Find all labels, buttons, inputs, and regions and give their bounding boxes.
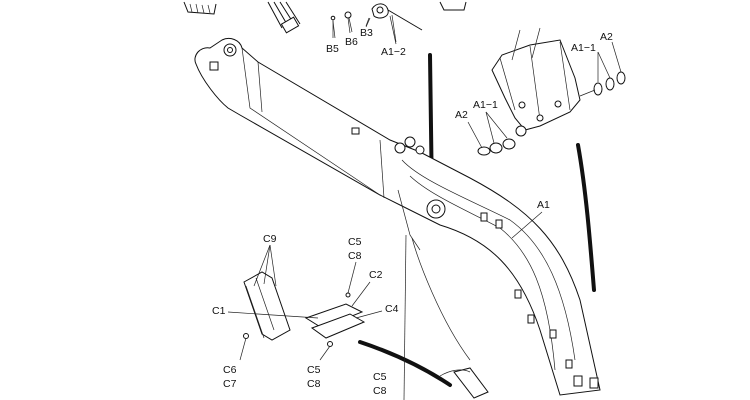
label-c1: C1 xyxy=(212,305,226,317)
leader-lines xyxy=(227,14,622,361)
label-b5: B5 xyxy=(326,43,339,55)
rings-top-right xyxy=(579,71,626,97)
label-a1: A1 xyxy=(537,199,550,211)
label-c8-c: C8 xyxy=(373,385,387,397)
c1-fitting xyxy=(243,271,291,341)
label-c8-a: C8 xyxy=(348,250,362,262)
label-b3: B3 xyxy=(360,27,373,39)
rings-left xyxy=(477,125,527,156)
part-labels: B5 B6 B3 A1−2 A1−1 A2 A1−1 A2 A1 C9 C5 C… xyxy=(212,27,613,397)
label-c5-c: C5 xyxy=(373,371,387,383)
label-a1-2: A1−2 xyxy=(381,46,406,58)
label-c7: C7 xyxy=(223,378,237,390)
label-c8-b: C8 xyxy=(307,378,321,390)
top-connector-parts xyxy=(183,1,467,34)
boom-clamps xyxy=(480,212,599,389)
label-c6: C6 xyxy=(223,364,237,376)
label-c2: C2 xyxy=(369,269,383,281)
bottom-hose-curve xyxy=(358,340,452,387)
label-c4: C4 xyxy=(385,303,399,315)
label-c5-b: C5 xyxy=(307,364,321,376)
label-a1-1-left: A1−1 xyxy=(473,99,498,111)
label-a2-top: A2 xyxy=(600,31,613,43)
b-parts xyxy=(330,3,423,45)
label-c5-a: C5 xyxy=(348,236,362,248)
right-hose-curve xyxy=(576,143,596,292)
label-a2-left: A2 xyxy=(455,109,468,121)
bottom-fitting xyxy=(439,367,489,399)
label-c9: C9 xyxy=(263,233,277,245)
boom-body xyxy=(194,37,601,400)
label-a1-1-top: A1−1 xyxy=(571,42,596,54)
arm-bracket xyxy=(491,27,581,131)
label-b6: B6 xyxy=(345,36,358,48)
